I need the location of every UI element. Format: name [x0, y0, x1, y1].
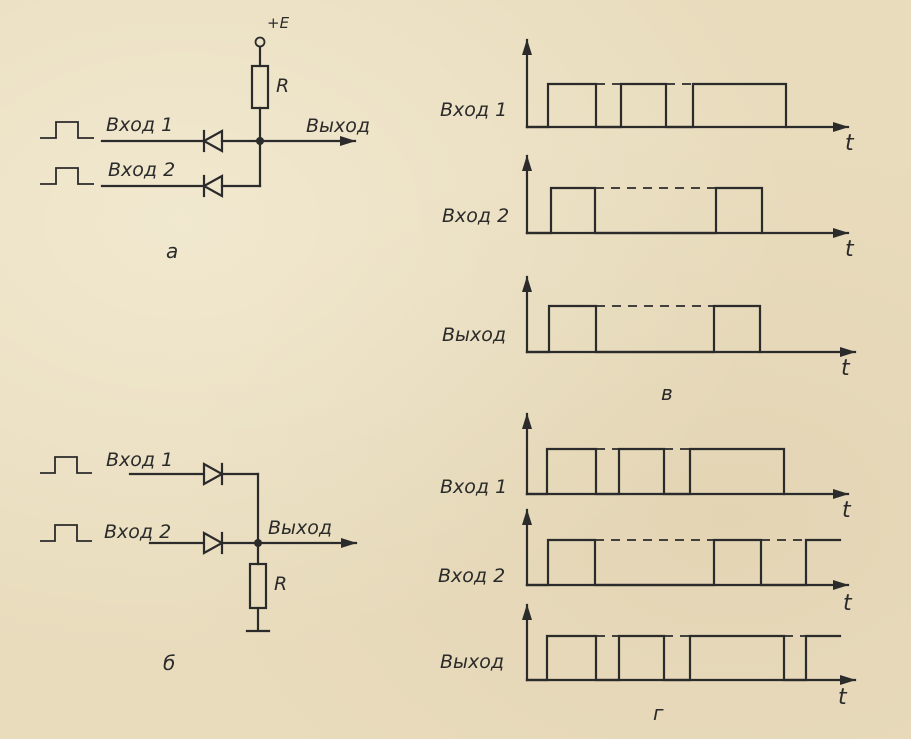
- timing-g-row1-axis-label: t: [842, 498, 852, 523]
- circuit-a: +E R Выход Вход 1 Вход 2 а: [40, 14, 370, 263]
- timing-v: Вход 1 t Вход 2 t Выход t в: [440, 38, 857, 405]
- timing-g: Вход 1 t Вход 2 t Выход t г: [438, 412, 857, 725]
- resistor-b: [248, 562, 268, 610]
- output-b-label: Выход: [268, 517, 332, 539]
- supply-terminal: [254, 36, 266, 48]
- input2-b-label: Вход 2: [104, 521, 171, 543]
- resistor-b-label: R: [274, 573, 287, 595]
- caption-v: в: [661, 381, 673, 405]
- timing-v-row2-signal: [525, 186, 764, 235]
- resistor-a-label: R: [276, 75, 289, 97]
- timing-v-row1-label: Вход 1: [440, 99, 507, 121]
- caption-g: г: [653, 701, 664, 725]
- timing-v-row3-signal: [525, 304, 762, 354]
- diode-a2: [201, 174, 224, 198]
- timing-g-row2-label: Вход 2: [438, 565, 505, 587]
- input1-a-label: Вход 1: [106, 114, 173, 136]
- timing-g-row1-signal: [525, 447, 786, 496]
- timing-g-row3-axis-label: t: [838, 685, 848, 710]
- diode-b2: [202, 531, 225, 555]
- supply-label: +E: [267, 14, 290, 32]
- timing-g-row2-axis-label: t: [843, 591, 853, 616]
- circuit-b: Вход 1 Вход 2 Выход R б: [40, 449, 358, 675]
- timing-v-row3-label: Выход: [442, 324, 506, 346]
- pulse-icon-a2: [40, 167, 94, 185]
- timing-g-row2-signal: [525, 538, 842, 587]
- input1-b-label: Вход 1: [106, 449, 173, 471]
- pulse-icon-b1: [40, 456, 92, 474]
- diode-b1: [202, 462, 225, 486]
- output-a-label: Выход: [306, 115, 370, 137]
- pulse-icon-b2: [40, 524, 92, 542]
- timing-g-row3-label: Выход: [440, 651, 504, 673]
- timing-v-row2-label: Вход 2: [442, 205, 509, 227]
- caption-a: а: [166, 239, 178, 263]
- caption-b: б: [163, 651, 175, 675]
- timing-v-row2-axis-label: t: [845, 237, 855, 262]
- timing-g-row1-label: Вход 1: [440, 476, 507, 498]
- diode-a1: [201, 129, 224, 153]
- pulse-icon-a1: [40, 121, 94, 139]
- timing-v-row1-signal: [525, 82, 788, 129]
- timing-v-row1-axis-label: t: [845, 131, 855, 156]
- resistor-a: [250, 64, 270, 110]
- input2-a-label: Вход 2: [108, 159, 175, 181]
- timing-v-row3-axis-label: t: [841, 356, 851, 381]
- timing-g-row3-signal: [525, 634, 842, 682]
